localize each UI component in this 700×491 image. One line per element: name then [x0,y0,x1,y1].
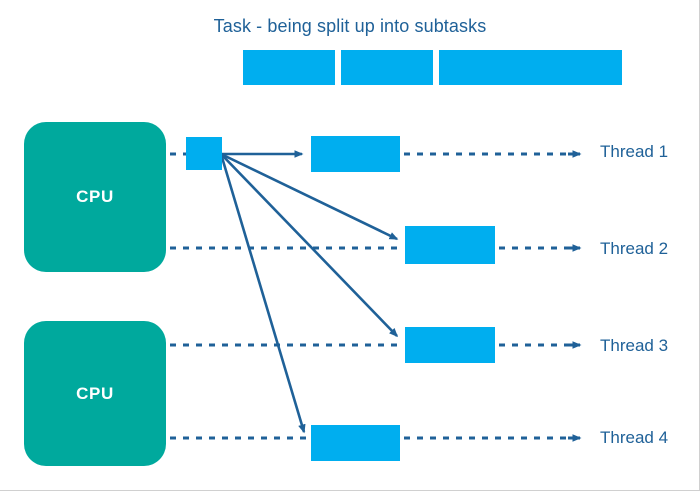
thread-2-task-box [405,226,495,264]
subtask-block-2 [341,50,433,85]
dispatch-arrow-to-thread-2 [220,152,399,241]
thread-label-4: Thread 4 [600,428,669,447]
thread-1-task-box [311,136,400,172]
cpu-label: CPU [76,187,114,206]
cpu-label: CPU [76,383,114,403]
cpu-block-1: CPU [24,122,166,272]
thread-label-1: Thread 1 [600,142,669,161]
thread-4-task-box [311,425,400,461]
subtask-block-4 [530,50,622,85]
subtask-block-1 [243,50,335,85]
dispatch-arrow-to-thread-3 [220,153,399,338]
thread-label-2: Thread 2 [600,239,669,258]
dispatch-arrow-to-thread-4 [219,153,306,434]
subtask-block-3 [439,50,531,85]
thread-3-task-box [405,327,495,363]
cpu-block-2: CPU [24,321,166,466]
thread-label-3: Thread 3 [600,336,669,355]
page-title: Task - being split up into subtasks [213,16,487,36]
dispatcher-task-box [186,137,222,170]
